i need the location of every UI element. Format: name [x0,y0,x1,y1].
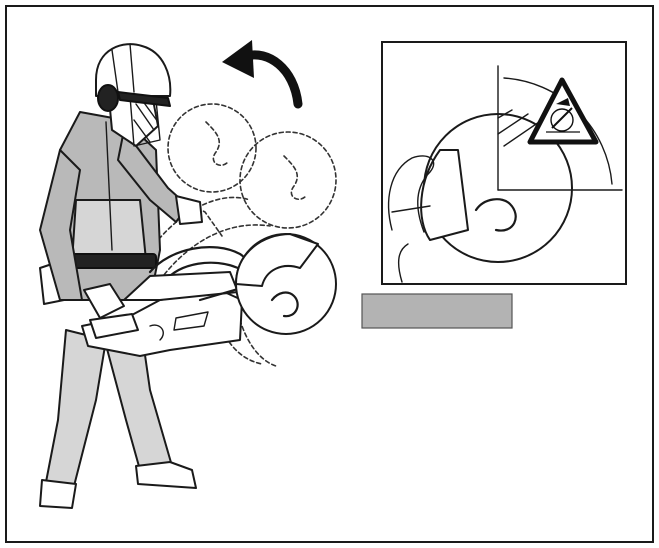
kickback-arrow-icon [222,40,303,109]
kickback-zone-inset [381,41,627,285]
power-cutter [81,233,337,357]
kickback-warning-icon [527,77,599,145]
label-placeholder-box [361,293,513,329]
operator-figure [39,43,203,509]
